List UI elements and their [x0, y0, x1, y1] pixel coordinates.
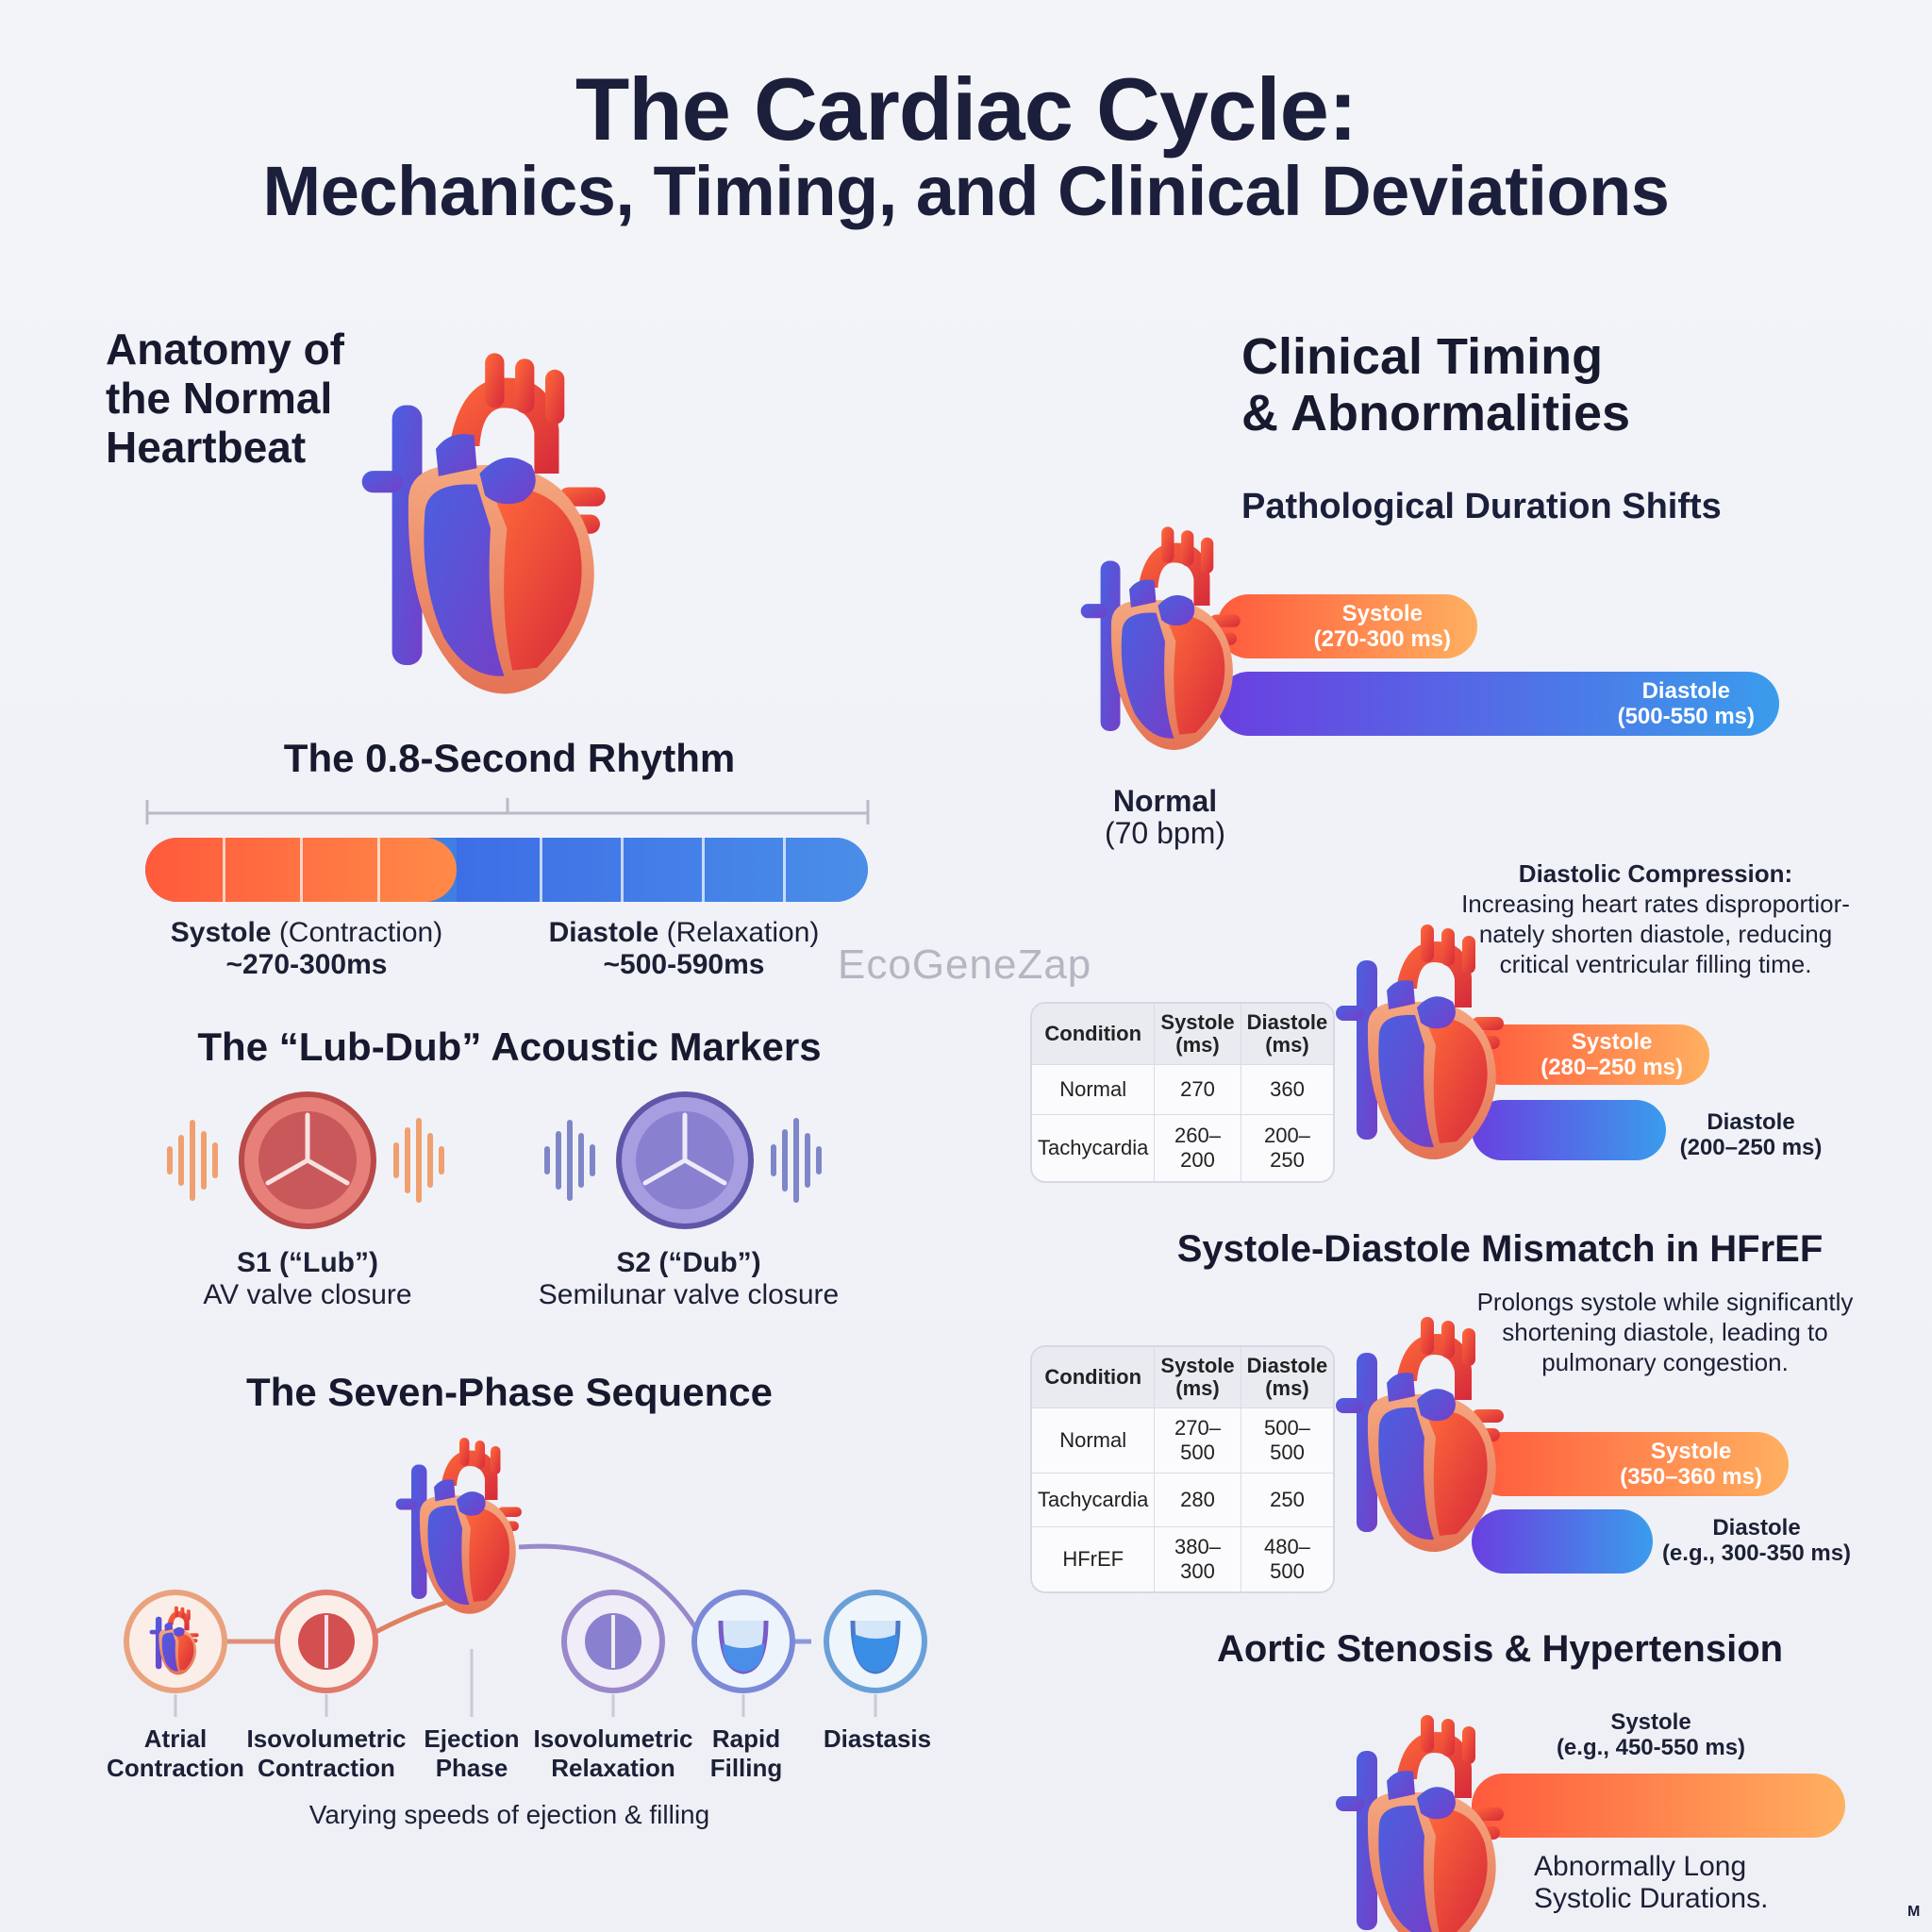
sound-wave-icon: [544, 1118, 822, 1203]
heart-icon: [395, 1438, 522, 1614]
normal-label: Normal (70 bpm): [1104, 784, 1226, 850]
anatomy-title: Anatomy of the Normal Heartbeat: [106, 325, 344, 472]
hfref-diastole-label: Diastole (e.g., 300-350 ms): [1661, 1515, 1852, 1566]
phase-label-6: Diastasis: [823, 1724, 932, 1753]
rhythm-bar: [145, 838, 868, 902]
heart-icon: [361, 353, 606, 694]
compression-systole-bar: Systole(280–250 ms): [1472, 1024, 1709, 1085]
aortic-title: Aortic Stenosis & Hypertension: [1216, 1628, 1784, 1670]
acoustic-title: The “Lub-Dub” Acoustic Markers: [197, 1024, 822, 1069]
clinical-title: Clinical Timing & Abnormalities: [1241, 328, 1631, 441]
rhythm-title: The 0.8-Second Rhythm: [283, 736, 736, 780]
compression-note: Diastolic Compression: Increasing heart …: [1461, 859, 1850, 978]
phase-diagram: [124, 1543, 927, 1717]
hfref-diastole-bar: [1472, 1509, 1653, 1574]
shifts-title: Pathological Duration Shifts: [1241, 487, 1722, 526]
s2-label: S2 (“Dub”) Semilunar valve closure: [538, 1247, 840, 1310]
heart-icon: [1336, 1715, 1504, 1932]
watermark: EcoGeneZap: [838, 941, 1092, 988]
normal-diastole-bar: Diastole(500-550 ms): [1217, 672, 1779, 736]
heart-icon: [1080, 526, 1241, 750]
hfref-title: Systole-Diastole Mismatch in HFrEF: [1176, 1228, 1824, 1270]
s2-valve-icon: [544, 1091, 822, 1229]
phase-atrial-icon: [124, 1590, 227, 1693]
page-title: The Cardiac Cycle:: [575, 59, 1357, 158]
phases-caption: Varying speeds of ejection & filling: [308, 1800, 710, 1829]
hfref-systole-bar: Systole(350–360 ms): [1472, 1432, 1789, 1496]
hfref-table: Condition Systole (ms) Diastole (ms) Nor…: [1030, 1345, 1336, 1593]
normal-systole-bar: Systole(270-300 ms): [1217, 594, 1477, 658]
compression-diastole-bar: [1472, 1100, 1666, 1160]
phases-title: The Seven-Phase Sequence: [246, 1370, 773, 1414]
ventricle-cup-icon: [824, 1590, 927, 1693]
hfref-note: Prolongs systole while significantly sho…: [1476, 1288, 1854, 1376]
diastole-segment: [457, 838, 868, 902]
aortic-systole-label: Systole (e.g., 450-550 ms): [1556, 1709, 1746, 1760]
page-subtitle: Mechanics, Timing, and Clinical Deviatio…: [262, 152, 1670, 230]
corner-mark: M: [1907, 1904, 1921, 1920]
compression-table: Condition Systole (ms) Diastole (ms) Nor…: [1030, 1002, 1336, 1183]
compression-diastole-label: Diastole (200–250 ms): [1679, 1109, 1823, 1160]
sound-wave-icon: [167, 1118, 444, 1203]
heart-icon: [1336, 924, 1504, 1159]
heart-icon: [1336, 1317, 1504, 1552]
aortic-note: Abnormally Long Systolic Durations.: [1534, 1851, 1769, 1914]
s1-valve-icon: [167, 1091, 444, 1229]
phase-isovol-contraction-icon: [275, 1590, 378, 1693]
ventricle-cup-icon: [691, 1590, 795, 1693]
s1-label: S1 (“Lub”) AV valve closure: [203, 1247, 412, 1310]
systole-label: Systole (Contraction) ~270-300ms: [170, 917, 443, 980]
phase-isovol-relaxation-icon: [561, 1590, 665, 1693]
aortic-systole-bar: [1472, 1774, 1845, 1838]
diastole-label: Diastole (Relaxation) ~500-590ms: [548, 917, 820, 980]
timeline-bracket: [145, 798, 870, 824]
